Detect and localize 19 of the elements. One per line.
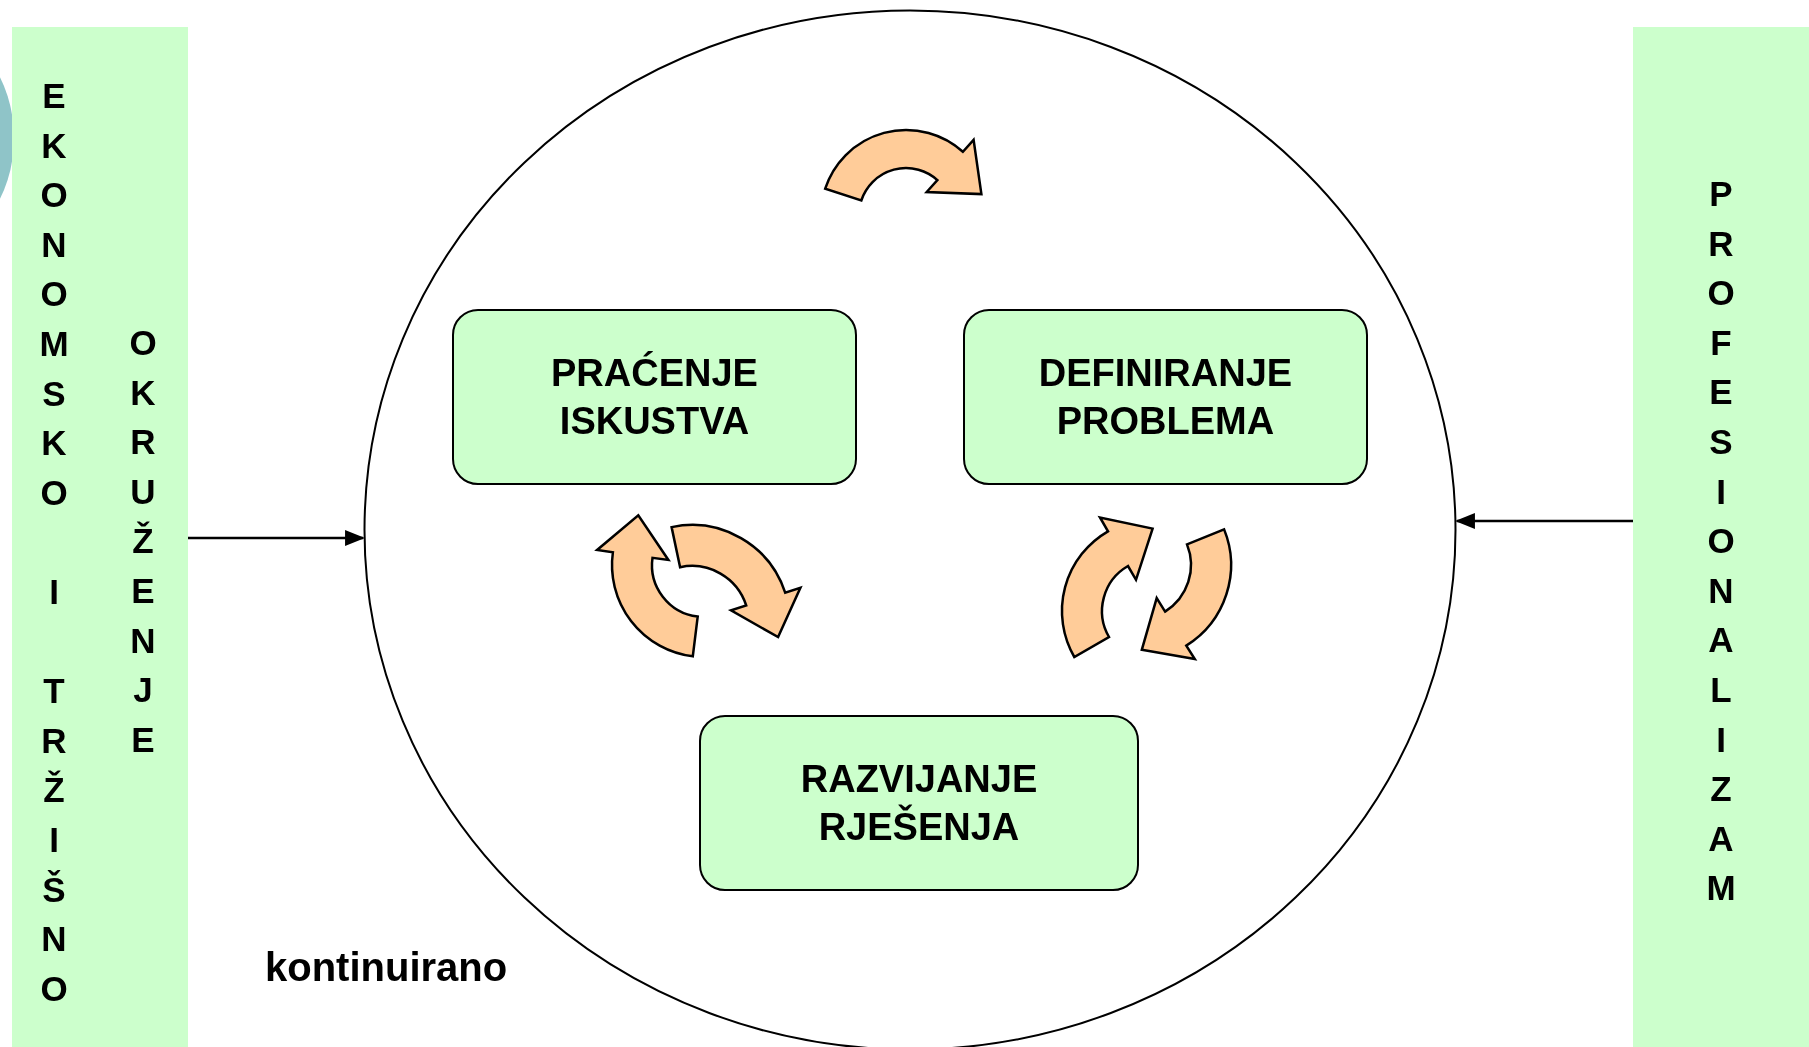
vertical-text: OKRUŽENJE	[128, 322, 158, 761]
process-box	[699, 715, 1139, 891]
note-text: kontinuirano	[265, 945, 508, 990]
curved-block-arrow	[670, 523, 802, 639]
curved-block-arrow	[595, 514, 699, 658]
box-text: RAZVIJANJE RJEŠENJA	[799, 757, 1039, 850]
process-box	[963, 309, 1368, 485]
process-box	[452, 309, 857, 485]
side-band	[12, 27, 188, 1047]
arrow	[188, 530, 366, 546]
vertical-text: EKONOMSKO I TRŽIŠNO	[38, 75, 70, 1010]
curved-block-arrow	[1140, 528, 1233, 661]
side-band	[1633, 27, 1809, 1047]
vertical-text: PROFESIONALIZAM	[1705, 173, 1737, 910]
box-text: PRAĆENJE ISKUSTVA	[550, 350, 759, 444]
arrow	[1454, 513, 1633, 529]
curved-block-arrow	[823, 128, 983, 202]
box-text: DEFINIRANJE PROBLEMA	[1037, 351, 1294, 444]
curved-block-arrow	[1060, 516, 1154, 659]
